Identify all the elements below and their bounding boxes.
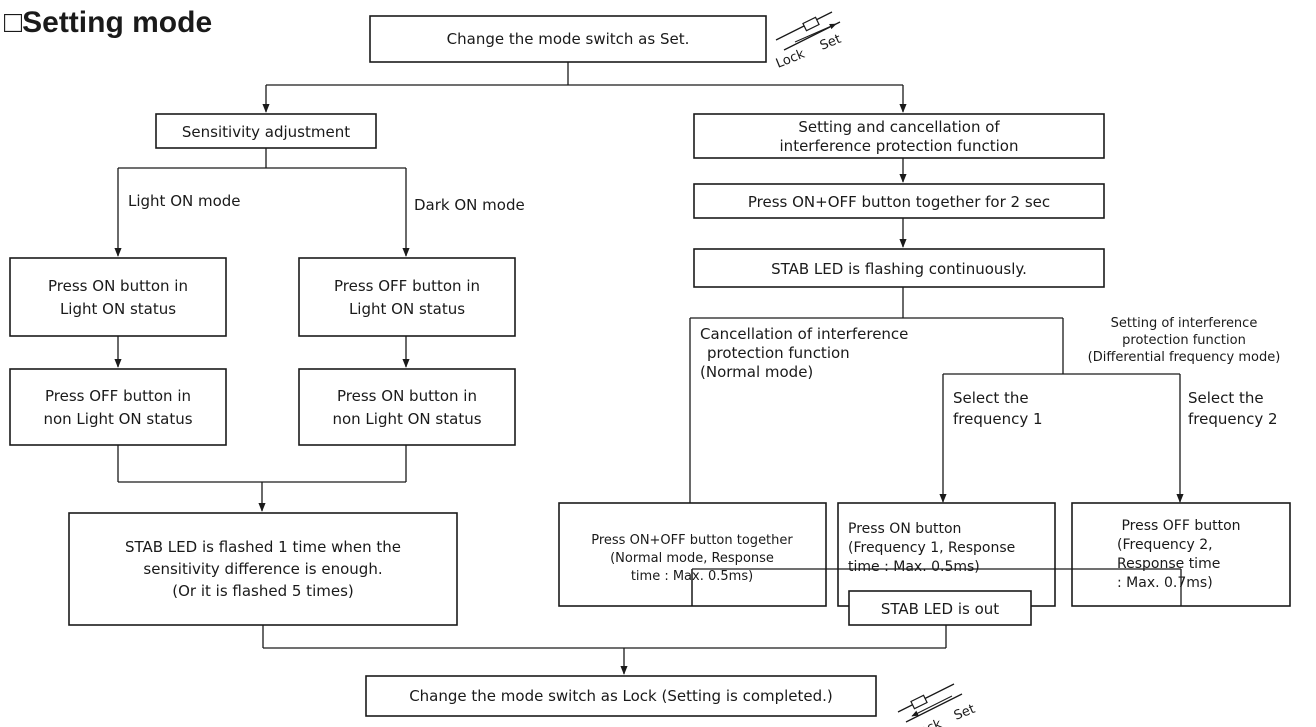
sensitivity-adjustment-text: Sensitivity adjustment — [182, 123, 350, 141]
freq1-press-box: Press ON button (Frequency 1, Response t… — [837, 502, 1056, 607]
press-onoff-2sec-box: Press ON+OFF button together for 2 sec — [693, 183, 1105, 219]
stab-result-box: STAB LED is flashed 1 time when the sens… — [68, 512, 458, 626]
light-press-on-box: Press ON button in Light ON status — [9, 257, 227, 337]
stab-out-text: STAB LED is out — [881, 600, 999, 618]
select-freq2-line2: frequency 2 — [1188, 410, 1278, 428]
select-freq1-line1: Select the — [953, 389, 1029, 407]
switch-set-label: Set — [818, 32, 843, 54]
light-press-off-line2: non Light ON status — [43, 410, 192, 428]
setting-interference-line2: protection function — [1122, 333, 1246, 348]
dark-press-off-line2: Light ON status — [349, 300, 465, 318]
stab-result-line1: STAB LED is flashed 1 time when the — [125, 538, 401, 556]
change-lock-text: Change the mode switch as Lock (Setting … — [409, 687, 833, 705]
dark-press-off-line1: Press OFF button in — [334, 277, 480, 295]
light-press-off-line1: Press OFF button in — [45, 387, 191, 405]
freq2-press-line4: : Max. 0.7ms) — [1117, 575, 1213, 591]
interference-title-box: Setting and cancellation of interference… — [693, 113, 1105, 159]
freq1-press-line1: Press ON button — [848, 521, 961, 537]
stab-result-line3: (Or it is flashed 5 times) — [172, 582, 354, 600]
cancellation-line1: Cancellation of interference — [700, 325, 908, 343]
freq2-press-line2: (Frequency 2, — [1117, 537, 1213, 553]
setting-interference-line1: Setting of interference — [1111, 316, 1258, 331]
dark-press-on-line2: non Light ON status — [332, 410, 481, 428]
stab-flashing-box: STAB LED is flashing continuously. — [693, 248, 1105, 288]
mode-switch-lock-icon: Lock Set — [897, 683, 977, 727]
stab-out-box: STAB LED is out — [848, 590, 1032, 626]
switch-lock-label: Lock — [774, 47, 808, 72]
merge-connector — [691, 568, 1181, 606]
setting-interference-line3: (Differential frequency mode) — [1088, 350, 1281, 365]
light-press-on-line2: Light ON status — [60, 300, 176, 318]
mode-switch-set-icon: Lock Set — [774, 11, 843, 72]
select-freq1-line2: frequency 1 — [953, 410, 1043, 428]
normal-press-line2: (Normal mode, Response — [610, 551, 774, 566]
freq1-press-line3: time : Max. 0.5ms) — [848, 559, 980, 575]
light-press-off-box: Press OFF button in non Light ON status — [9, 368, 227, 446]
interference-title-line2: interference protection function — [780, 137, 1019, 155]
freq1-press-line2: (Frequency 1, Response — [848, 540, 1015, 556]
switch-set-label-bottom: Set — [952, 702, 977, 724]
freq2-press-line3: Response time — [1117, 556, 1220, 572]
press-onoff-2sec-text: Press ON+OFF button together for 2 sec — [748, 193, 1050, 211]
cancellation-line3: (Normal mode) — [700, 363, 813, 381]
switch-lock-label-bottom: Lock — [911, 717, 945, 727]
sensitivity-adjustment-box: Sensitivity adjustment — [155, 113, 377, 149]
light-press-on-line1: Press ON button in — [48, 277, 188, 295]
change-lock-box: Change the mode switch as Lock (Setting … — [365, 675, 877, 717]
stab-flashing-text: STAB LED is flashing continuously. — [771, 260, 1027, 278]
change-set-box: Change the mode switch as Set. — [369, 15, 767, 63]
dark-press-on-line1: Press ON button in — [337, 387, 477, 405]
light-on-mode-label: Light ON mode — [128, 192, 241, 210]
cancellation-line2: protection function — [707, 344, 850, 362]
select-freq2-line1: Select the — [1188, 389, 1264, 407]
freq2-press-line1: Press OFF button — [1121, 518, 1240, 534]
interference-title-line1: Setting and cancellation of — [798, 118, 1000, 136]
dark-press-off-box: Press OFF button in Light ON status — [298, 257, 516, 337]
change-set-text: Change the mode switch as Set. — [447, 30, 690, 48]
page-title: □Setting mode — [4, 6, 212, 39]
normal-press-line1: Press ON+OFF button together — [591, 533, 793, 548]
stab-result-line2: sensitivity difference is enough. — [143, 560, 382, 578]
dark-on-mode-label: Dark ON mode — [414, 196, 525, 214]
dark-press-on-box: Press ON button in non Light ON status — [298, 368, 516, 446]
